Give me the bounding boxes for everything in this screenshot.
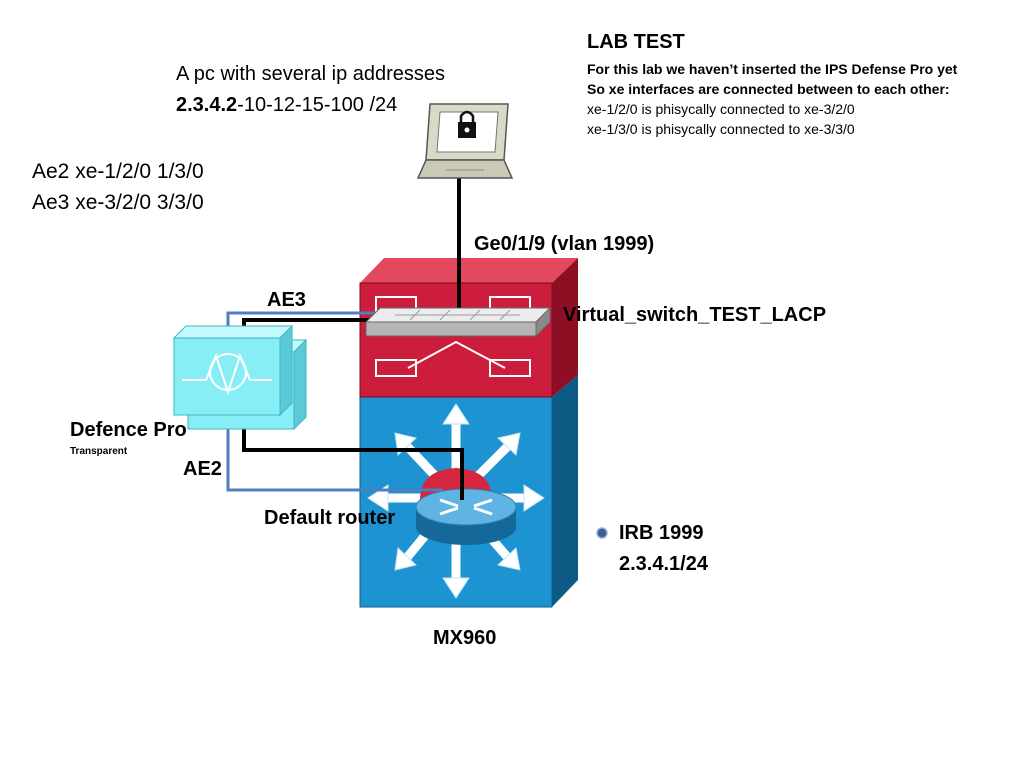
chassis-label: MX960 <box>433 627 497 649</box>
router-icon <box>415 468 517 545</box>
virtual-switch-block <box>359 258 578 398</box>
ae2-black-link <box>242 410 464 500</box>
note-line-4: xe-1/3/0 is phisycally connected to xe-3… <box>587 121 855 137</box>
ae-info-line-2: Ae3 xe-3/2/0 3/3/0 <box>32 191 204 214</box>
defence-mode-label: Transparent <box>70 446 128 457</box>
note-line-2: So xe interfaces are connected between t… <box>587 81 950 97</box>
irb-bullet-icon <box>596 527 608 539</box>
default-router-label: Default router <box>264 507 396 529</box>
ae2-links <box>226 410 464 500</box>
pc-ip-bold: 2.3.4.2 <box>176 94 238 116</box>
note-line-3: xe-1/2/0 is phisycally connected to xe-3… <box>587 101 855 117</box>
ge-port-label: Ge0/1/9 (vlan 1999) <box>474 233 655 255</box>
switch-block-side <box>552 258 578 397</box>
note-line-1: For this lab we haven’t inserted the IPS… <box>587 61 958 77</box>
laptop-lock-icon <box>416 103 514 179</box>
irb-label: IRB 1999 <box>619 522 704 544</box>
switch-tray-icon <box>364 306 552 338</box>
ae3-label: AE3 <box>267 289 306 311</box>
defence-pro-label: Defence Pro <box>70 419 187 441</box>
ae-info-line-1: Ae2 xe-1/2/0 1/3/0 <box>32 160 204 183</box>
pc-ip: 2.3.4.2-10-12-15-100 /24 <box>176 94 397 117</box>
irb-ip-label: 2.3.4.1/24 <box>619 553 708 575</box>
note-title: LAB TEST <box>587 31 685 53</box>
ae2-blue-link <box>226 410 442 492</box>
defence-pro-icon <box>172 324 308 431</box>
pc-label: A pc with several ip addresses <box>176 63 446 85</box>
router-block-side <box>552 375 578 607</box>
switch-block-top <box>360 258 578 283</box>
virtual-switch-label: Virtual_switch_TEST_LACP <box>563 304 827 326</box>
switch-block-front <box>359 282 553 398</box>
pc-ip-rest: -10-12-15-100 /24 <box>237 94 398 116</box>
ae2-label: AE2 <box>183 458 222 480</box>
